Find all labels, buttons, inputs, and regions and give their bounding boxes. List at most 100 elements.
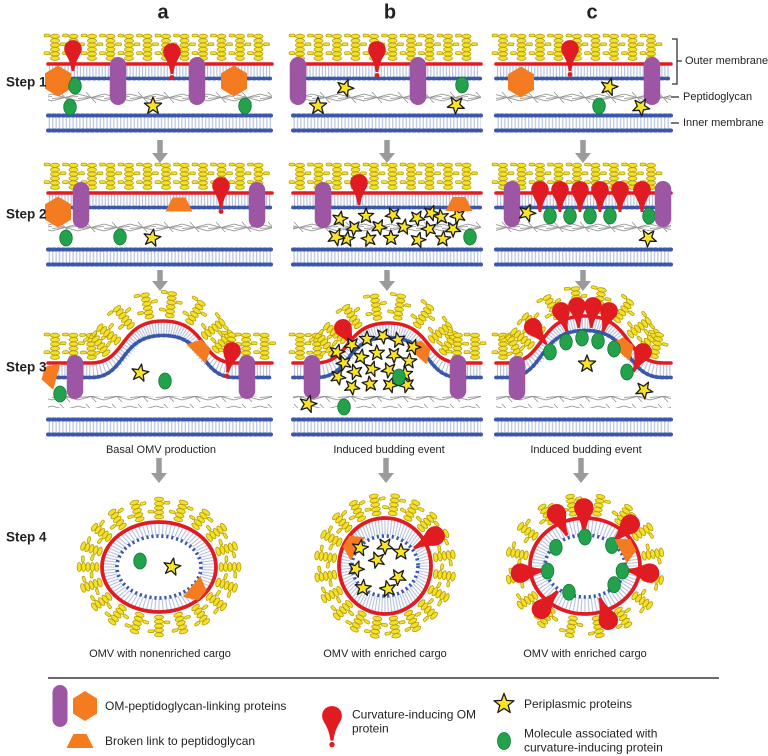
lps-coil (436, 162, 460, 190)
lps-coil (364, 615, 388, 639)
periplasmic-protein-icon (353, 348, 370, 365)
lps-coil (516, 591, 539, 610)
periplasmic-protein-icon (354, 578, 372, 596)
lps-coil (133, 292, 158, 320)
purple-pill-icon (503, 181, 521, 227)
down-arrow-icon (378, 458, 394, 483)
lps-coil (43, 332, 67, 360)
inner-membrane (494, 247, 673, 267)
purple-pill-icon (303, 355, 321, 399)
peptidoglycan (496, 220, 671, 232)
lps-coil (147, 614, 171, 638)
column-header-a: a (157, 1, 169, 24)
lps-coil (117, 162, 141, 190)
lps-coil (626, 310, 652, 339)
periplasmic-protein-icon (384, 207, 401, 224)
purple-pill-icon (449, 355, 467, 399)
lps-coil (215, 539, 238, 559)
lps-coil (117, 33, 141, 61)
lps-coil (344, 33, 367, 61)
periplasmic-protein-icon (131, 363, 150, 382)
periplasmic-protein-icon (600, 77, 619, 97)
lps-coil (191, 162, 215, 190)
lps-coil (559, 615, 584, 639)
omv-vesicle (314, 493, 456, 639)
periplasmic-protein-icon (364, 360, 381, 378)
curvature-inducing-protein-icon (413, 526, 445, 550)
lps-coil (325, 33, 349, 61)
green-molecule-icon (607, 576, 621, 594)
curvature-inducing-protein-icon (551, 181, 569, 212)
curvature-inducing-protein-icon (524, 318, 548, 346)
step-label-1: Step 1 (6, 74, 47, 90)
periplasmic-protein-icon (396, 218, 413, 235)
periplasmic-protein-icon (420, 220, 437, 238)
lps-coil (491, 162, 515, 190)
periplasmic-protein-icon (308, 96, 328, 114)
lps-coil (418, 33, 441, 61)
lps-coil (491, 33, 515, 61)
periplasmic-protein-icon (392, 542, 410, 560)
periplasmic-protein-icon (382, 229, 400, 246)
lps-coil (200, 312, 226, 340)
peptidoglycan (48, 91, 272, 103)
curvature-inducing-protein-icon (322, 706, 342, 748)
curvature-inducing-protein-icon (600, 302, 618, 333)
green-molecule-icon (583, 207, 597, 225)
down-arrow-icon (573, 458, 589, 483)
periplasmic-protein-icon (368, 344, 386, 361)
lps-coil (168, 499, 194, 523)
green-molecule-icon (578, 528, 592, 546)
green-molecule-icon (63, 98, 77, 116)
orange-hexagon-icon (45, 196, 71, 228)
lps-coil (314, 544, 337, 569)
caption-induced-budding-b: Induced budding event (333, 444, 445, 456)
peptidoglycan-label: Peptidoglycan (683, 91, 753, 103)
lps-coil (288, 33, 312, 61)
lps-coil (215, 573, 238, 598)
curvature-inducing-protein-icon (633, 181, 651, 212)
lps-coil (463, 332, 487, 360)
periplasmic-protein-icon (367, 551, 385, 569)
panel-a-step3 (41, 290, 276, 437)
green-molecule-icon (53, 385, 67, 403)
broken-link-icon (186, 339, 211, 364)
lps-coil (613, 606, 633, 630)
purple-pill-icon (52, 685, 68, 727)
peptidoglycan (293, 396, 481, 408)
lps-coil (127, 499, 147, 523)
green-molecule-icon (563, 207, 577, 225)
periplasmic-protein-icon (358, 330, 376, 347)
periplasmic-protein-icon (493, 692, 515, 714)
legend-label-curvature-protein: Curvature-inducing OM protein (352, 707, 477, 736)
lps-coil (320, 586, 343, 604)
panel-c-step1 (491, 33, 673, 133)
periplasmic-protein-icon (434, 230, 452, 247)
periplasmic-protein-icon (389, 331, 406, 348)
green-molecule-icon (620, 363, 634, 381)
periplasmic-protein-icon (577, 354, 597, 372)
purple-pill-icon (654, 181, 672, 227)
lps-coil (455, 162, 478, 190)
periplasmic-protein-icon (444, 221, 462, 238)
periplasmic-protein-icon (344, 379, 361, 396)
lps-coil (136, 33, 159, 61)
inner-membrane (291, 247, 483, 267)
curvature-inducing-protein-icon (510, 563, 545, 583)
lps-coil (547, 33, 570, 61)
curvature-inducing-protein-icon (223, 342, 241, 379)
inner-membrane-label: Inner membrane (683, 117, 764, 129)
lps-coil (602, 33, 626, 61)
lps-coil (107, 305, 135, 330)
outer-membrane (43, 290, 276, 380)
green-molecule-icon (607, 340, 621, 358)
outer-membrane-bracket (672, 38, 682, 85)
curvature-inducing-protein-icon (212, 177, 230, 214)
lps-coil (205, 522, 229, 542)
omv-vesicle (76, 496, 242, 638)
inner-membrane (46, 247, 274, 267)
lps-coil (345, 610, 371, 633)
down-arrow-icon (379, 140, 395, 163)
